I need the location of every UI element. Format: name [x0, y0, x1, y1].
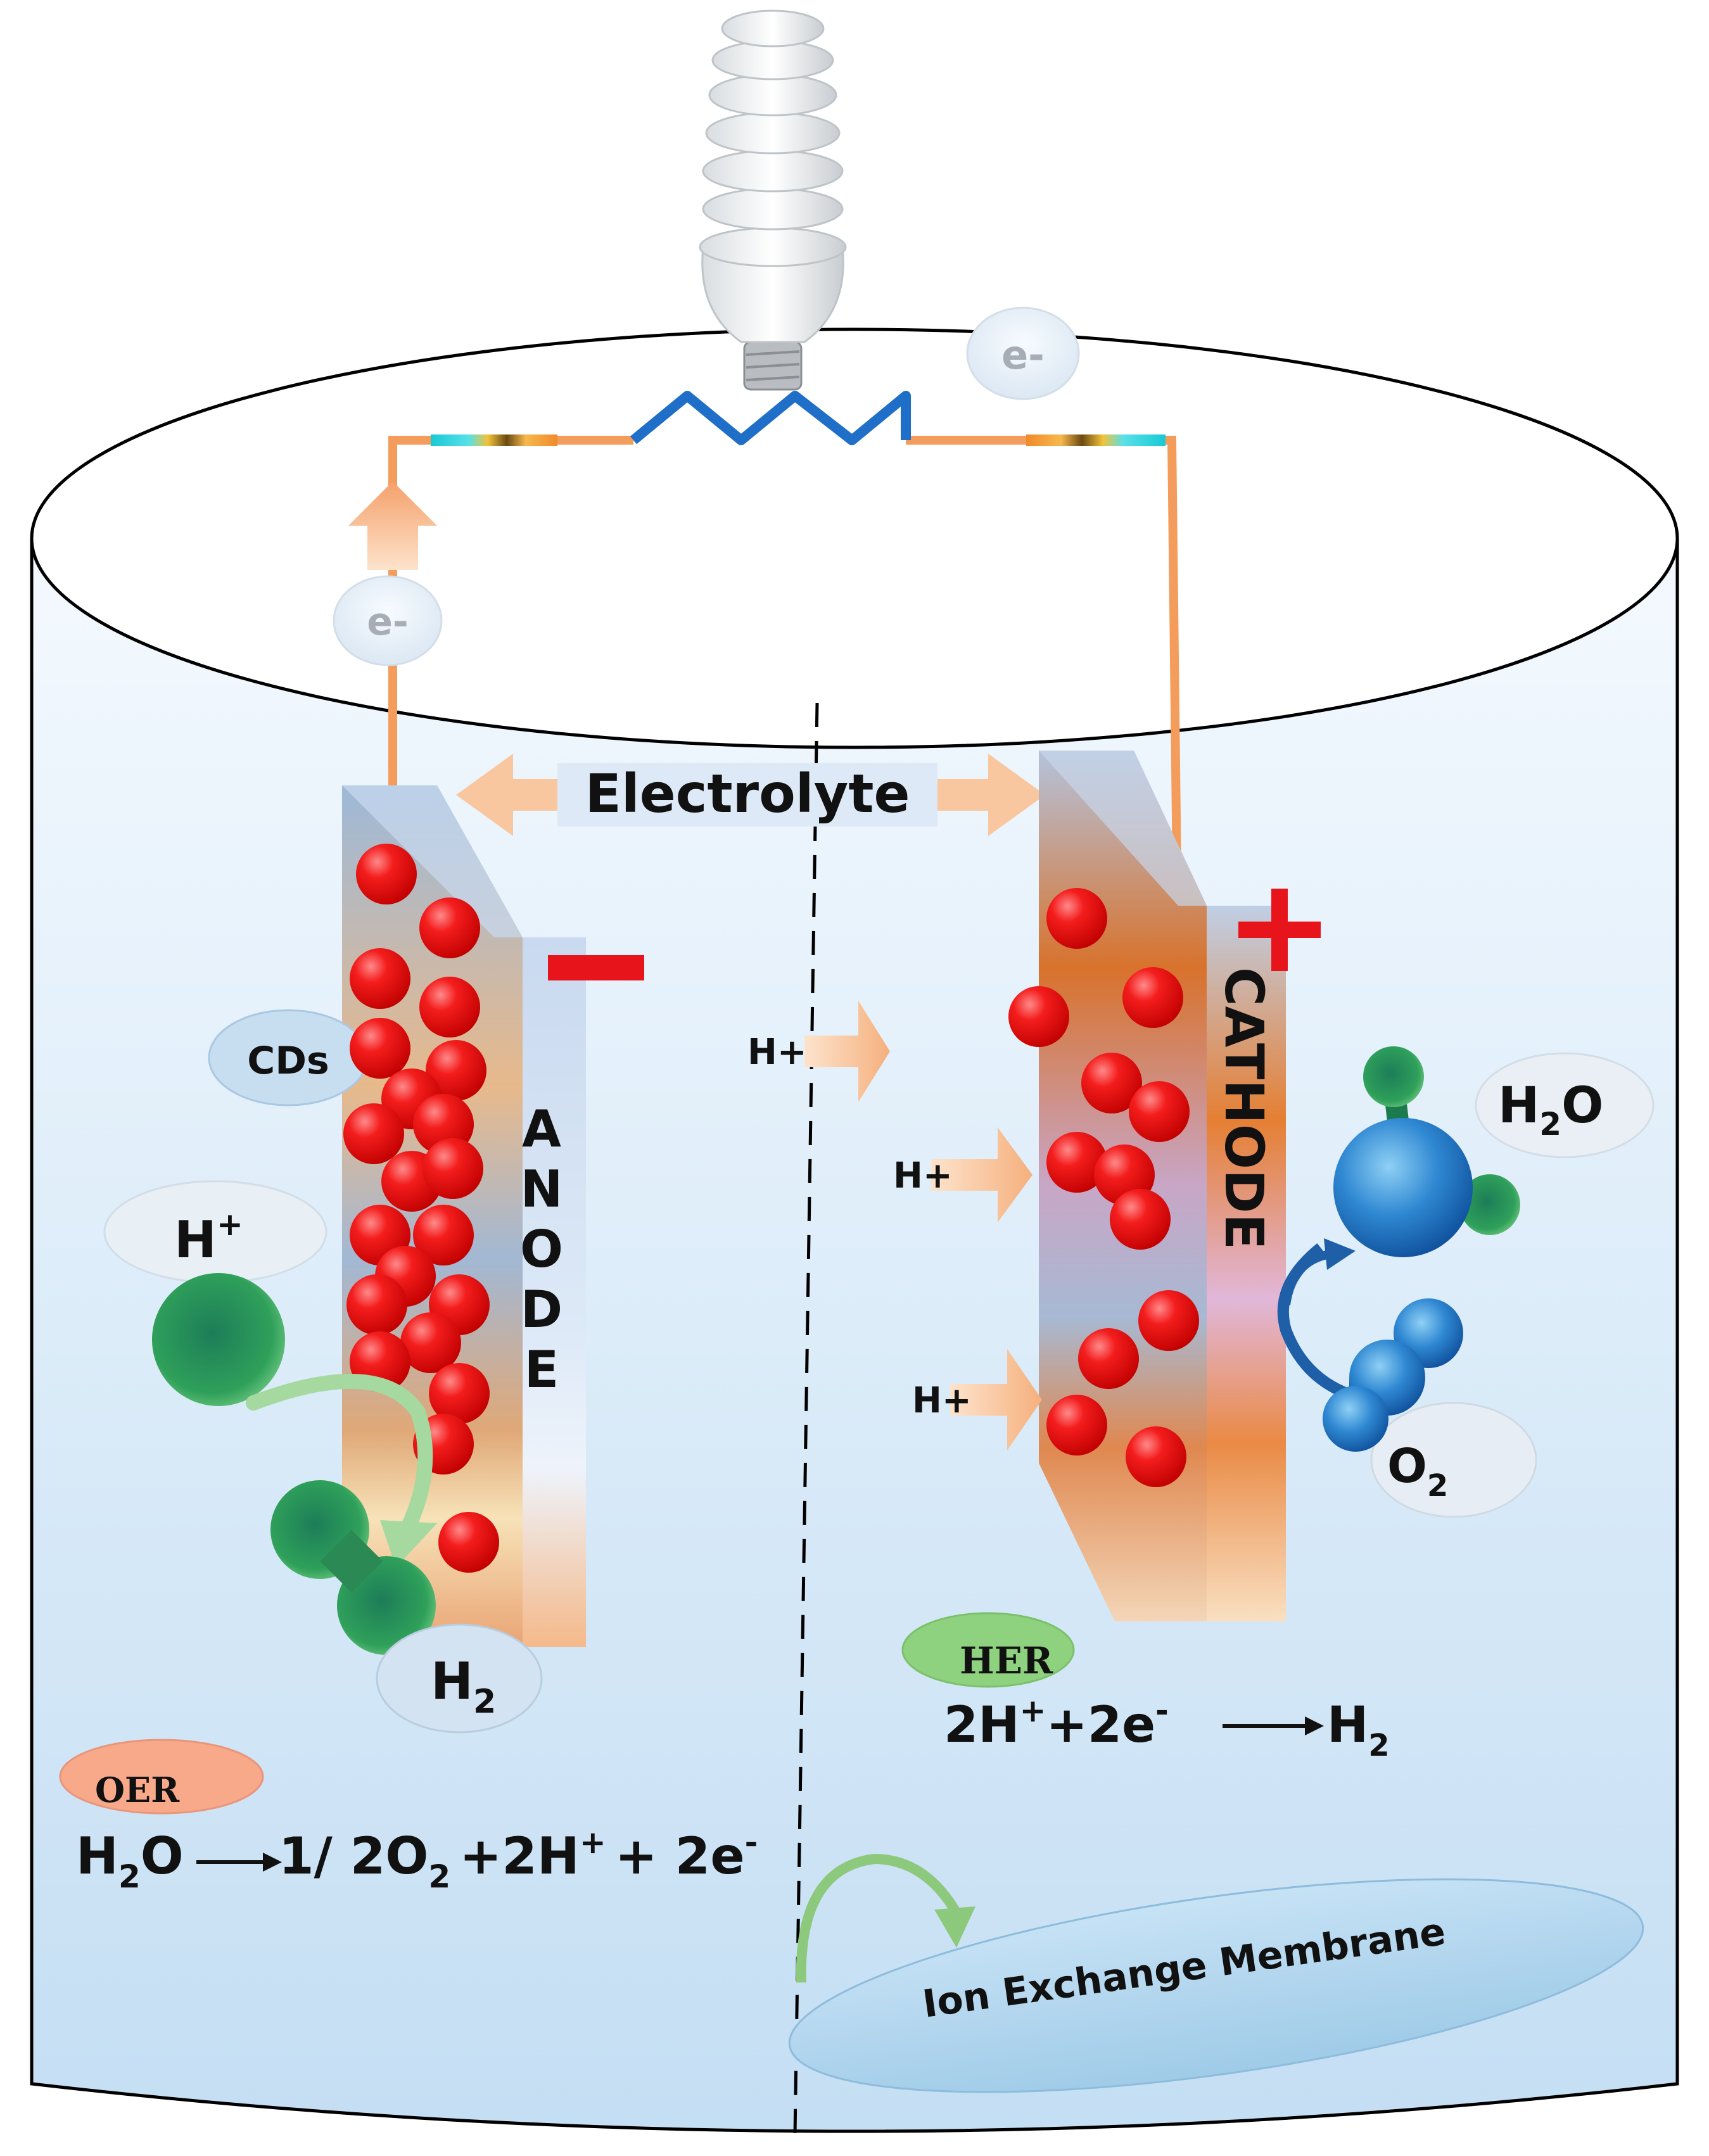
positive-sign — [1238, 889, 1321, 971]
catalyst-particle — [1129, 1081, 1190, 1142]
cds-label: CDs — [247, 1039, 329, 1083]
catalyst-particle — [1126, 1426, 1186, 1487]
o2-bubble: O2 — [1370, 1402, 1537, 1518]
catalyst-particle — [350, 1018, 410, 1079]
catalyst-particle — [419, 897, 480, 958]
catalyst-particle — [1046, 1132, 1107, 1193]
negative-sign — [548, 955, 644, 980]
h-plus-arrow-1: H+ — [747, 1001, 890, 1102]
cathode-label: CATHODE — [1213, 967, 1275, 1250]
electron-bubble-left: e- — [333, 575, 443, 666]
catalyst-particle — [343, 1103, 404, 1164]
o2-molecule-icon — [1323, 1298, 1463, 1452]
catalyst-particle — [419, 977, 480, 1037]
electron-label-left: e- — [367, 600, 409, 644]
cathode-particles — [1008, 888, 1199, 1487]
proton-to-h2-arrow — [246, 1373, 437, 1568]
electrolyte-arrow: Electrolyte — [456, 754, 1045, 836]
electrolyte-label: Electrolyte — [585, 763, 910, 825]
oer-equation-rhs: 1/ 2O2+2H++ 2e- — [279, 1824, 758, 1895]
h-plus-label-1: H+ — [747, 1032, 807, 1073]
cds-bubble: CDs — [208, 1009, 369, 1107]
catalyst-particle — [350, 948, 410, 1009]
h2-bubble: H2 — [376, 1623, 543, 1734]
electron-up-arrow — [348, 481, 437, 570]
membrane-divider-line — [793, 702, 819, 2135]
external-circuit — [388, 391, 1181, 875]
h2-label: H2 — [431, 1652, 496, 1721]
catalyst-particle — [1046, 888, 1107, 949]
oer-equation: H2O — [76, 1827, 184, 1895]
h-plus-label-2: H+ — [893, 1155, 953, 1196]
her-reaction: HER 2H++2e- H2 — [901, 1612, 1390, 1763]
h2-molecule-icon — [270, 1480, 436, 1655]
h2o-molecule-icon — [1333, 1046, 1520, 1257]
o2-label: O2 — [1387, 1439, 1448, 1504]
h-plus-label-3: H+ — [912, 1380, 972, 1421]
resistor — [630, 391, 911, 445]
catalyst-particle — [1046, 1395, 1107, 1455]
catalyst-particle — [1122, 967, 1183, 1028]
her-equation-rhs: H2 — [1327, 1697, 1390, 1763]
h2o-label: H2O — [1498, 1077, 1603, 1143]
oer-tag: OER — [95, 1770, 180, 1810]
h-plus-label-left: H+ — [174, 1206, 243, 1269]
her-equation-lhs: 2H++2e- — [944, 1692, 1169, 1754]
catalyst-particle — [426, 1040, 486, 1101]
catalyst-particle — [400, 1312, 461, 1373]
catalyst-particle — [1110, 1189, 1171, 1250]
h2o-bubble: H2O — [1475, 1052, 1655, 1158]
catalyst-particle — [438, 1512, 499, 1573]
h-plus-bubble-left: H+ — [103, 1180, 327, 1284]
h-plus-arrow-3: H+ — [912, 1349, 1042, 1450]
catalyst-particle — [1081, 1053, 1142, 1113]
electron-label-top: e- — [1001, 332, 1045, 378]
h-plus-arrow-2: H+ — [893, 1127, 1032, 1222]
catalyst-particle — [1078, 1328, 1139, 1389]
catalyst-particle — [356, 844, 417, 904]
catalyst-particle — [346, 1274, 407, 1335]
light-bulb-icon — [699, 10, 847, 391]
catalyst-particle — [429, 1363, 490, 1424]
electron-bubble-top: e- — [966, 307, 1080, 400]
anode-particles — [343, 844, 499, 1573]
catalyst-particle — [413, 1205, 474, 1265]
proton-sphere — [152, 1273, 285, 1406]
catalyst-particle — [422, 1138, 483, 1199]
catalyst-particle — [1008, 986, 1069, 1047]
catalyst-particle — [1138, 1290, 1199, 1351]
oer-reaction: OER H2O 1/ 2O2+2H++ 2e- — [59, 1739, 758, 1895]
her-tag: HER — [960, 1639, 1053, 1682]
